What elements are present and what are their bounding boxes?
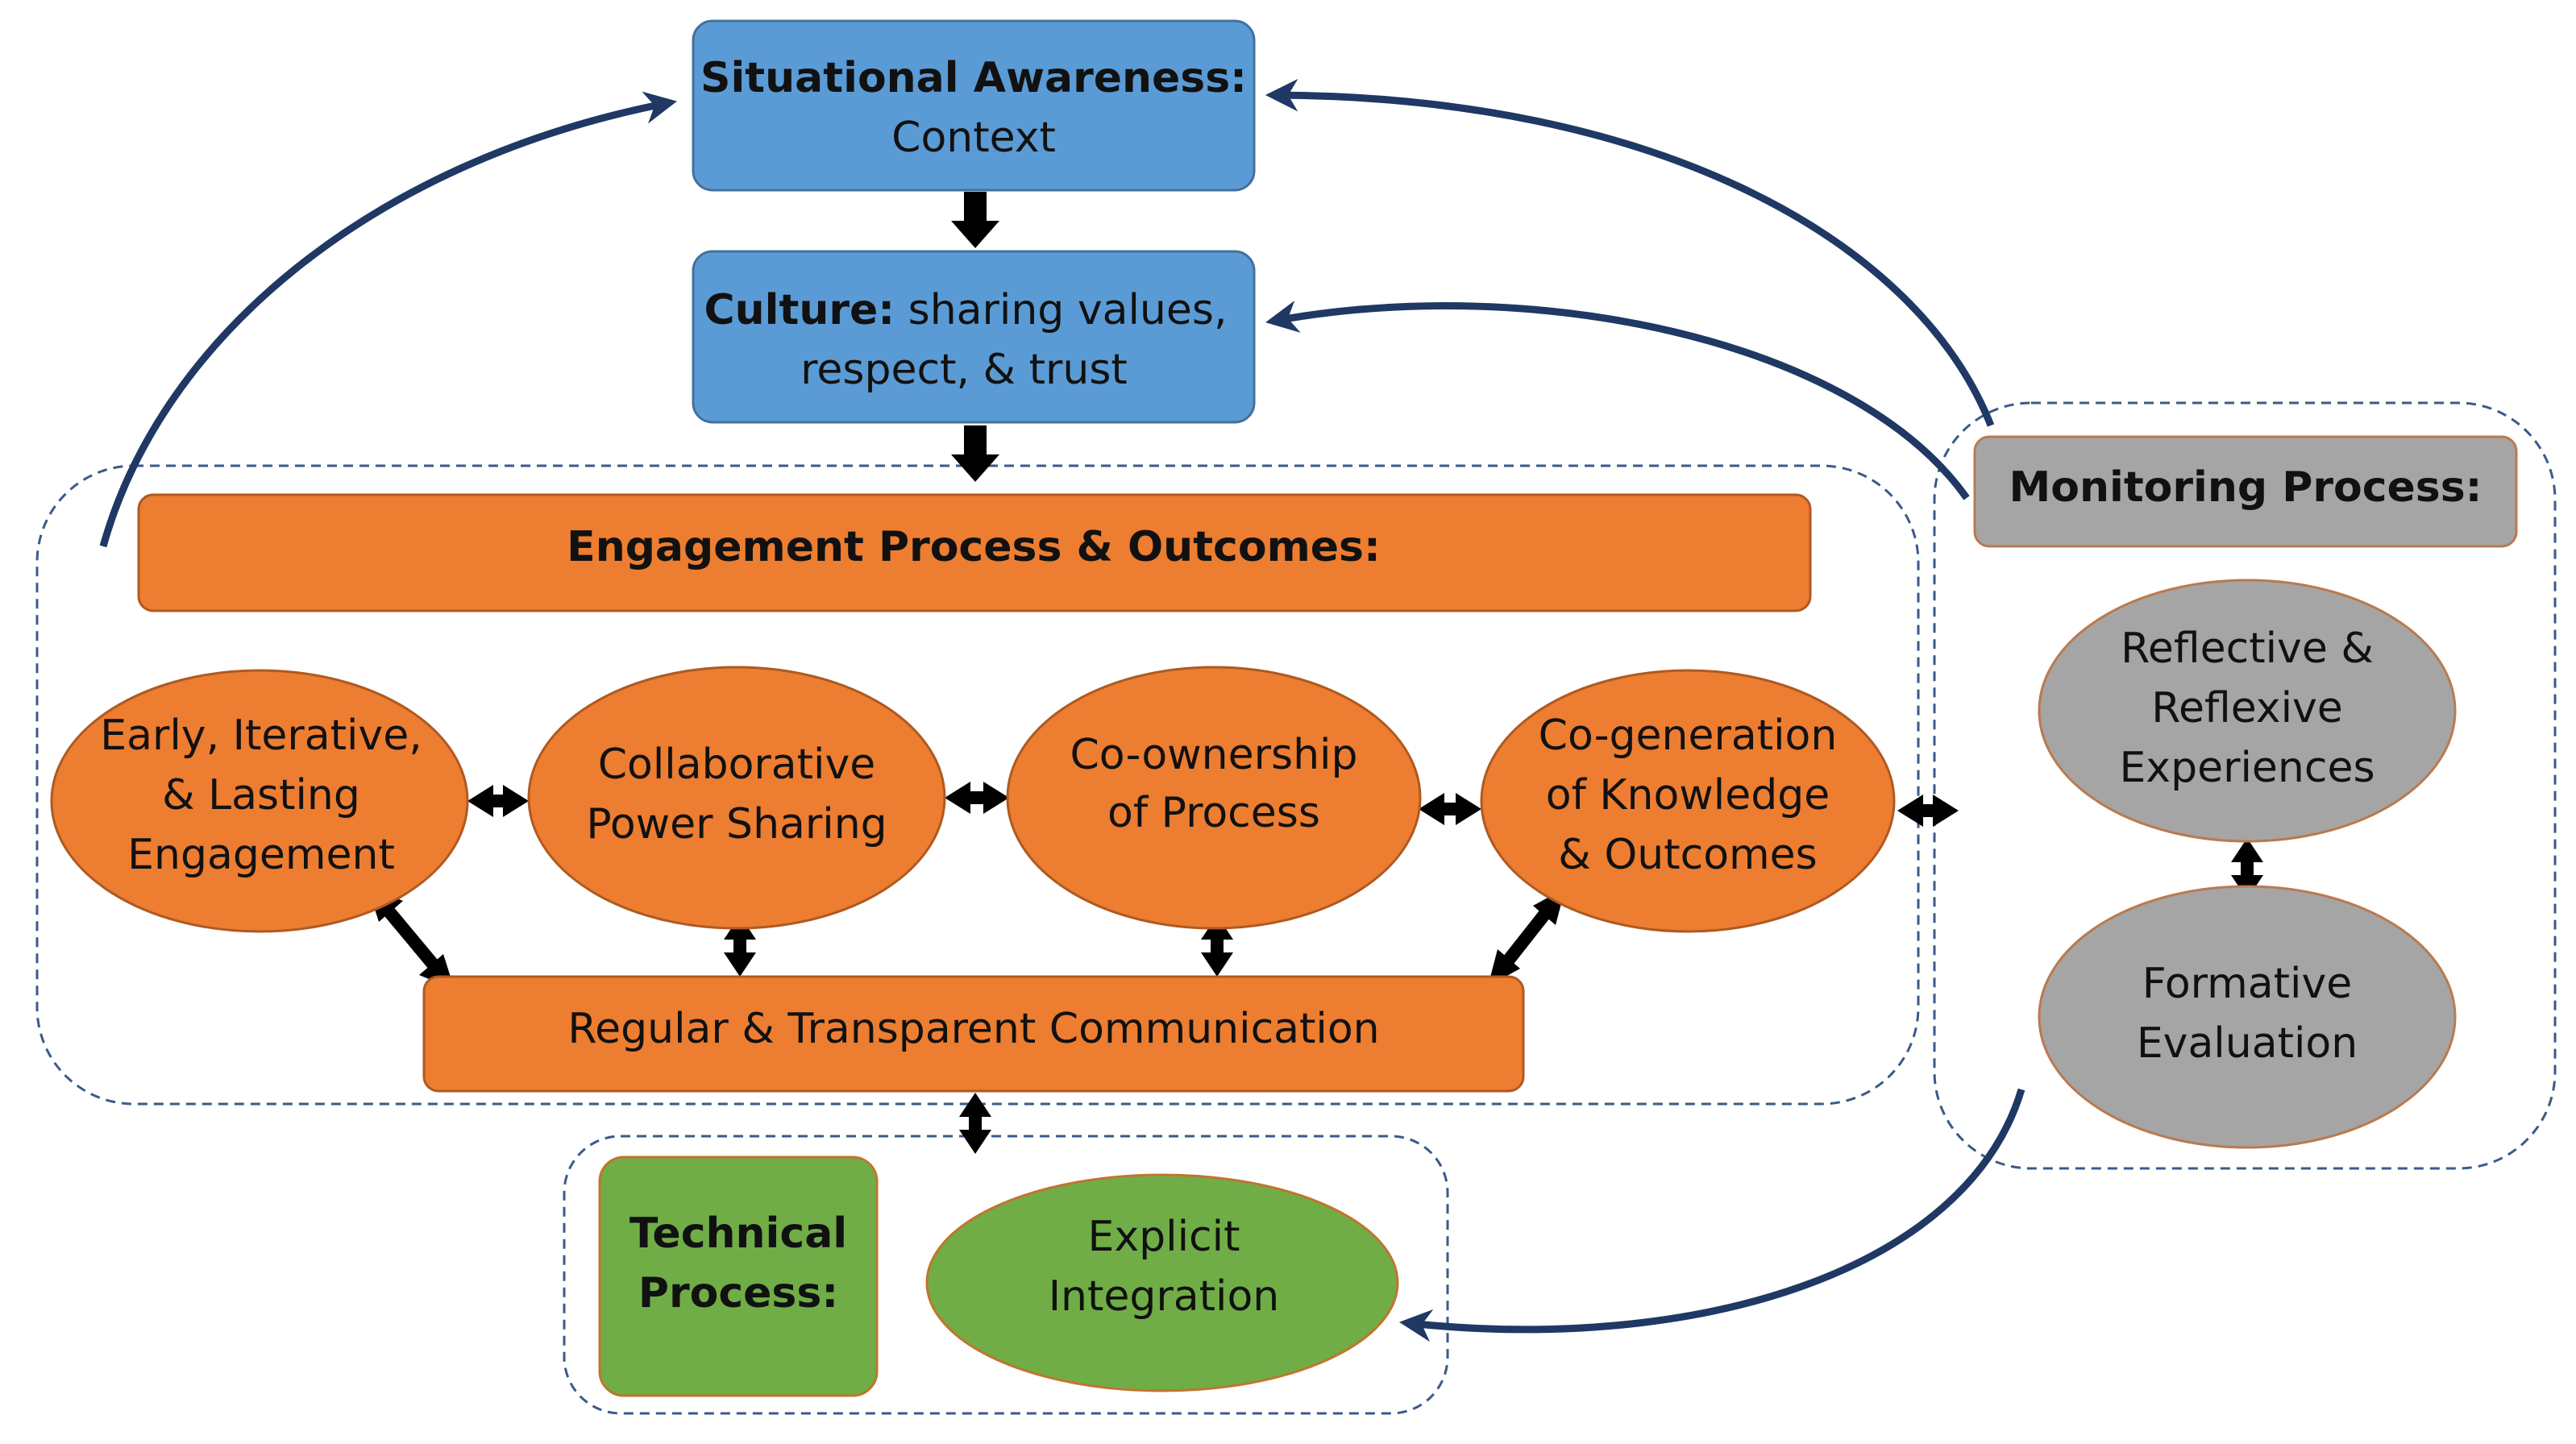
situational-awareness-box: Situational Awareness: Context xyxy=(692,19,1256,192)
formative-line-1: Formative xyxy=(2142,960,2352,1008)
integration-line-1: Explicit xyxy=(1088,1213,1240,1261)
power-sharing-ellipse: Collaborative Power Sharing xyxy=(527,666,946,930)
double-arrow-cogeneration-communication xyxy=(1488,888,1565,986)
double-arrow-power-ownership xyxy=(945,782,1009,814)
arrow-situational-to-culture xyxy=(951,192,999,248)
monitoring-header-label: Monitoring Process: xyxy=(2009,463,2483,512)
reflective-line-1: Reflective & xyxy=(2121,624,2374,673)
technical-header-line-1: Technical xyxy=(629,1210,847,1258)
culture-line-1: Culture: sharing values, xyxy=(704,286,1227,334)
early-engagement-line-2: & Lasting xyxy=(162,771,360,820)
communication-box: Regular & Transparent Communication xyxy=(422,975,1525,1093)
double-arrow-early-power xyxy=(467,785,529,817)
monitoring-header-box: Monitoring Process: xyxy=(1973,435,2518,548)
co-ownership-line-1: Co-ownership xyxy=(1070,731,1358,779)
formative-ellipse: Formative Evaluation xyxy=(2038,885,2457,1149)
feedback-arrow-monitoring-to-integration xyxy=(1398,1088,2025,1342)
technical-container xyxy=(563,1135,1449,1415)
technical-header-line-2: Process: xyxy=(638,1269,838,1317)
monitoring-container xyxy=(1933,401,2557,1170)
culture-box: Culture: sharing values, respect, & trus… xyxy=(692,250,1256,424)
culture-rest: sharing values, xyxy=(895,286,1227,334)
situational-awareness-title: Situational Awareness: xyxy=(700,54,1247,102)
power-sharing-line-1: Collaborative xyxy=(598,741,876,789)
power-sharing-line-2: Power Sharing xyxy=(586,800,887,849)
co-generation-line-1: Co-generation xyxy=(1539,712,1838,760)
culture-title: Culture: xyxy=(704,286,895,334)
double-arrow-communication-technical xyxy=(959,1093,991,1154)
co-generation-line-2: of Knowledge xyxy=(1546,771,1830,820)
integration-ellipse: Explicit Integration xyxy=(925,1173,1399,1392)
reflective-ellipse: Reflective & Reflexive Experiences xyxy=(2038,579,2457,843)
co-generation-ellipse: Co-generation of Knowledge & Outcomes xyxy=(1480,669,1896,933)
double-arrow-cogeneration-monitoring xyxy=(1897,795,1959,827)
formative-line-2: Evaluation xyxy=(2137,1019,2358,1068)
culture-line-2: respect, & trust xyxy=(800,346,1128,394)
reflective-line-3: Experiences xyxy=(2119,744,2374,792)
reflective-line-2: Reflexive xyxy=(2151,684,2343,732)
early-engagement-line-3: Engagement xyxy=(127,831,395,879)
double-arrow-ownership-communication xyxy=(1201,915,1233,977)
double-arrow-ownership-cogeneration xyxy=(1419,793,1481,825)
arrow-culture-to-engagement xyxy=(951,425,999,482)
double-arrow-reflective-formative xyxy=(2231,838,2263,899)
co-ownership-line-2: of Process xyxy=(1107,789,1320,837)
double-arrow-power-communication xyxy=(724,915,756,977)
early-engagement-line-1: Early, Iterative, xyxy=(100,712,422,760)
co-generation-line-3: & Outcomes xyxy=(1558,831,1818,879)
situational-awareness-subtitle: Context xyxy=(891,114,1056,162)
feedback-arrow-engagement-to-situational xyxy=(99,91,677,548)
integration-line-2: Integration xyxy=(1049,1272,1280,1321)
co-ownership-ellipse: Co-ownership of Process xyxy=(1006,666,1422,930)
communication-label: Regular & Transparent Communication xyxy=(567,1005,1379,1053)
technical-header-box: Technical Process: xyxy=(598,1156,879,1397)
early-engagement-ellipse: Early, Iterative, & Lasting Engagement xyxy=(50,669,469,933)
feedback-arrow-monitoring-to-culture xyxy=(1265,301,1970,500)
feedback-arrow-monitoring-to-situational xyxy=(1265,78,1995,427)
engagement-header-box: Engagement Process & Outcomes: xyxy=(137,493,1812,612)
engagement-header-label: Engagement Process & Outcomes: xyxy=(567,523,1381,571)
